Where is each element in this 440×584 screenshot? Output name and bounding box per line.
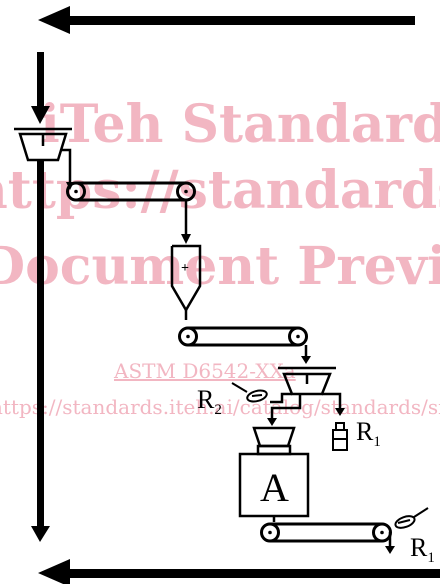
conveyor-3 — [260, 522, 392, 543]
conveyor-1-axle-right — [184, 189, 188, 194]
analyzer-label: A — [260, 465, 289, 510]
conveyor-3-discharge — [385, 532, 395, 554]
watermark-line-2: https://standards.iteh.ai) — [0, 160, 440, 221]
top-return-arrow — [38, 6, 415, 34]
primary-splitter — [14, 127, 72, 186]
conveyor-2-axle-left — [186, 334, 190, 339]
conveyor-3-axle-right — [380, 530, 384, 535]
hopper-mark: + — [181, 261, 189, 276]
conveyor-1 — [66, 181, 196, 202]
outlet-to-analyzer-arrowhead — [267, 418, 277, 426]
r1-bottom-scoop-icon — [394, 507, 429, 529]
hopper — [170, 244, 202, 320]
conveyor-1-axle-left — [74, 189, 78, 194]
r2-scoop-icon — [231, 382, 268, 403]
conveyor-2-axle-right — [296, 334, 300, 339]
outlet-to-r1-arrowhead — [335, 408, 345, 416]
conveyor-2 — [178, 326, 308, 347]
watermark-line-1: iTeh Standards — [40, 94, 440, 155]
watermark-line-3: Document Preview — [0, 236, 440, 297]
watermark-line-5: https://standards.iteh.ai/catalog/standa… — [0, 395, 440, 419]
r1-bottle-icon — [332, 422, 348, 451]
r1-bottom-label: R1 — [410, 533, 435, 566]
secondary-splitter-outlets — [270, 392, 342, 420]
bottom-return-arrow — [38, 559, 440, 584]
analyzer-funnel — [252, 426, 296, 456]
watermark: iTeh Standards https://standards.iteh.ai… — [0, 94, 440, 419]
conveyor-3-axle-left — [268, 530, 272, 535]
r2-label: R2 — [197, 385, 222, 418]
reject-return-line — [31, 160, 50, 542]
r1-mid-label: R1 — [356, 417, 381, 450]
watermark-line-4: ASTM D6542-XXa — [113, 359, 296, 383]
inlet-arrow — [31, 52, 50, 124]
conveyor-2-discharge — [301, 345, 311, 364]
conveyor-1-discharge — [181, 200, 191, 244]
